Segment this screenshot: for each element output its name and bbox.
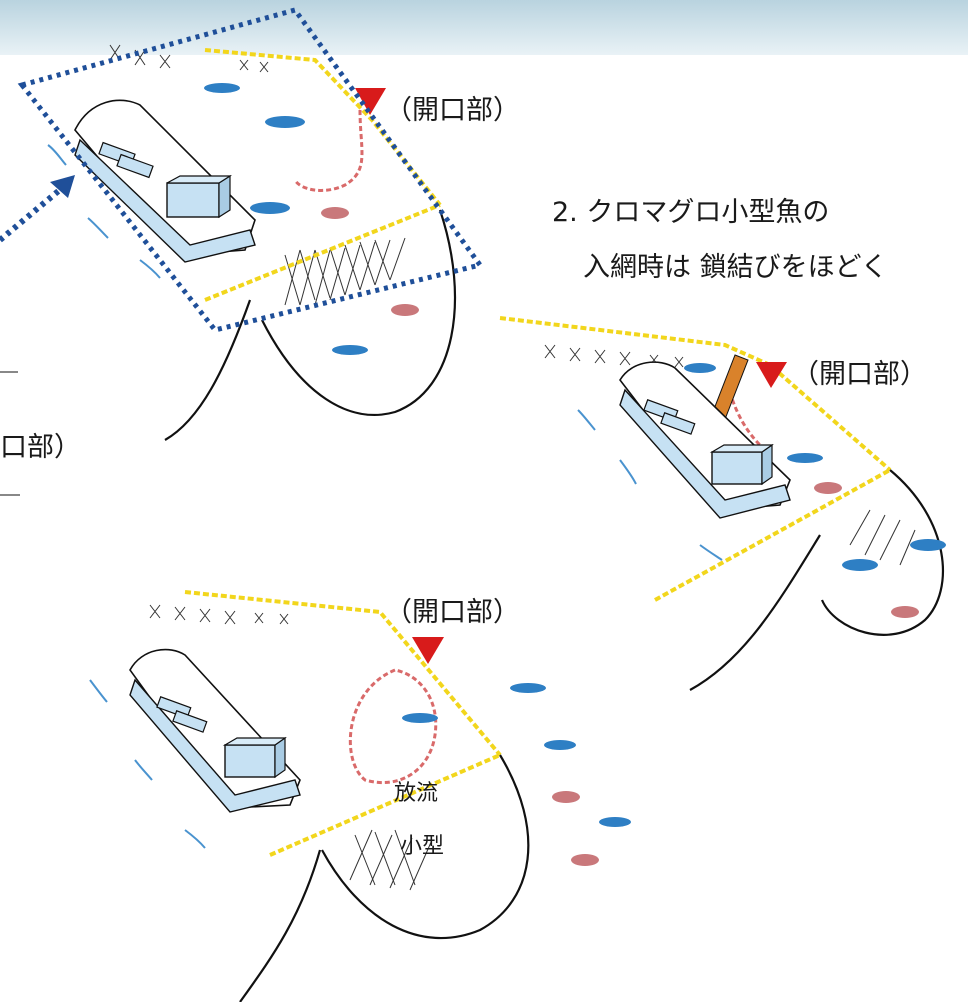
panel-2-bag-outline: [689, 469, 944, 691]
fish-icon: [321, 207, 349, 219]
release-label-cut: 放流: [394, 781, 439, 806]
opening-marker-icon: [355, 88, 386, 115]
panel-1-fish-group: [204, 83, 419, 355]
opening-marker-icon: [412, 637, 444, 664]
panel-2-net: [499, 316, 946, 691]
panel-1-float-top: [204, 48, 442, 207]
panel-3-bag-outline: [239, 754, 530, 1002]
dashed-frame-arrow-icon: [0, 185, 64, 243]
panel-1-float-bottom: [204, 203, 441, 302]
fish-icon: [842, 559, 878, 571]
opening-label-cut: 口部）: [0, 432, 81, 463]
fish-icon: [204, 83, 240, 93]
panel-1-chain: [293, 109, 364, 192]
panel-1-boat-icon: [74, 99, 256, 263]
fish-icon: [510, 683, 546, 693]
panel-3-chain: [348, 668, 438, 785]
panel-3-float-bottom: [269, 753, 501, 857]
fish-icon: [910, 539, 946, 551]
fish-icon: [391, 304, 419, 316]
fish-icon: [332, 345, 368, 355]
dashed-frame: [17, 7, 485, 333]
opening-label-3: （開口部）: [385, 597, 520, 628]
small-fish-label-cut: 小型: [400, 834, 445, 859]
panel-3-fish-group: [402, 683, 631, 866]
fish-icon: [552, 791, 580, 803]
panel-2-fish-group: [684, 363, 946, 618]
panel-3-boat-icon: [129, 648, 301, 813]
opening-label-2: （開口部）: [792, 359, 927, 390]
fish-icon: [599, 817, 631, 827]
panel-3-net: [89, 590, 631, 1002]
panel-2-float-top: [499, 316, 892, 472]
fish-icon: [787, 453, 823, 463]
panel-1-net: [0, 7, 485, 441]
step2-title-line1: 2. クロマグロ小型魚の: [552, 197, 830, 228]
panel-3-float-top: [184, 590, 502, 757]
fish-icon: [814, 482, 842, 494]
panel-1-bag-outline: [164, 209, 457, 441]
fish-icon: [265, 116, 305, 128]
fish-icon: [250, 202, 290, 214]
fish-icon: [684, 363, 716, 373]
fish-icon: [544, 740, 576, 750]
top-band: [0, 0, 968, 55]
opening-marker-icon: [756, 362, 787, 388]
fish-icon: [402, 713, 438, 723]
panel-2-boat-icon: [619, 361, 791, 519]
opening-label-1: （開口部）: [385, 95, 520, 126]
step2-title-line2: 入網時は 鎖結びをほどく: [583, 252, 888, 283]
left-cut-line: [0, 371, 20, 496]
fish-icon: [891, 606, 919, 618]
fish-icon: [571, 854, 599, 866]
